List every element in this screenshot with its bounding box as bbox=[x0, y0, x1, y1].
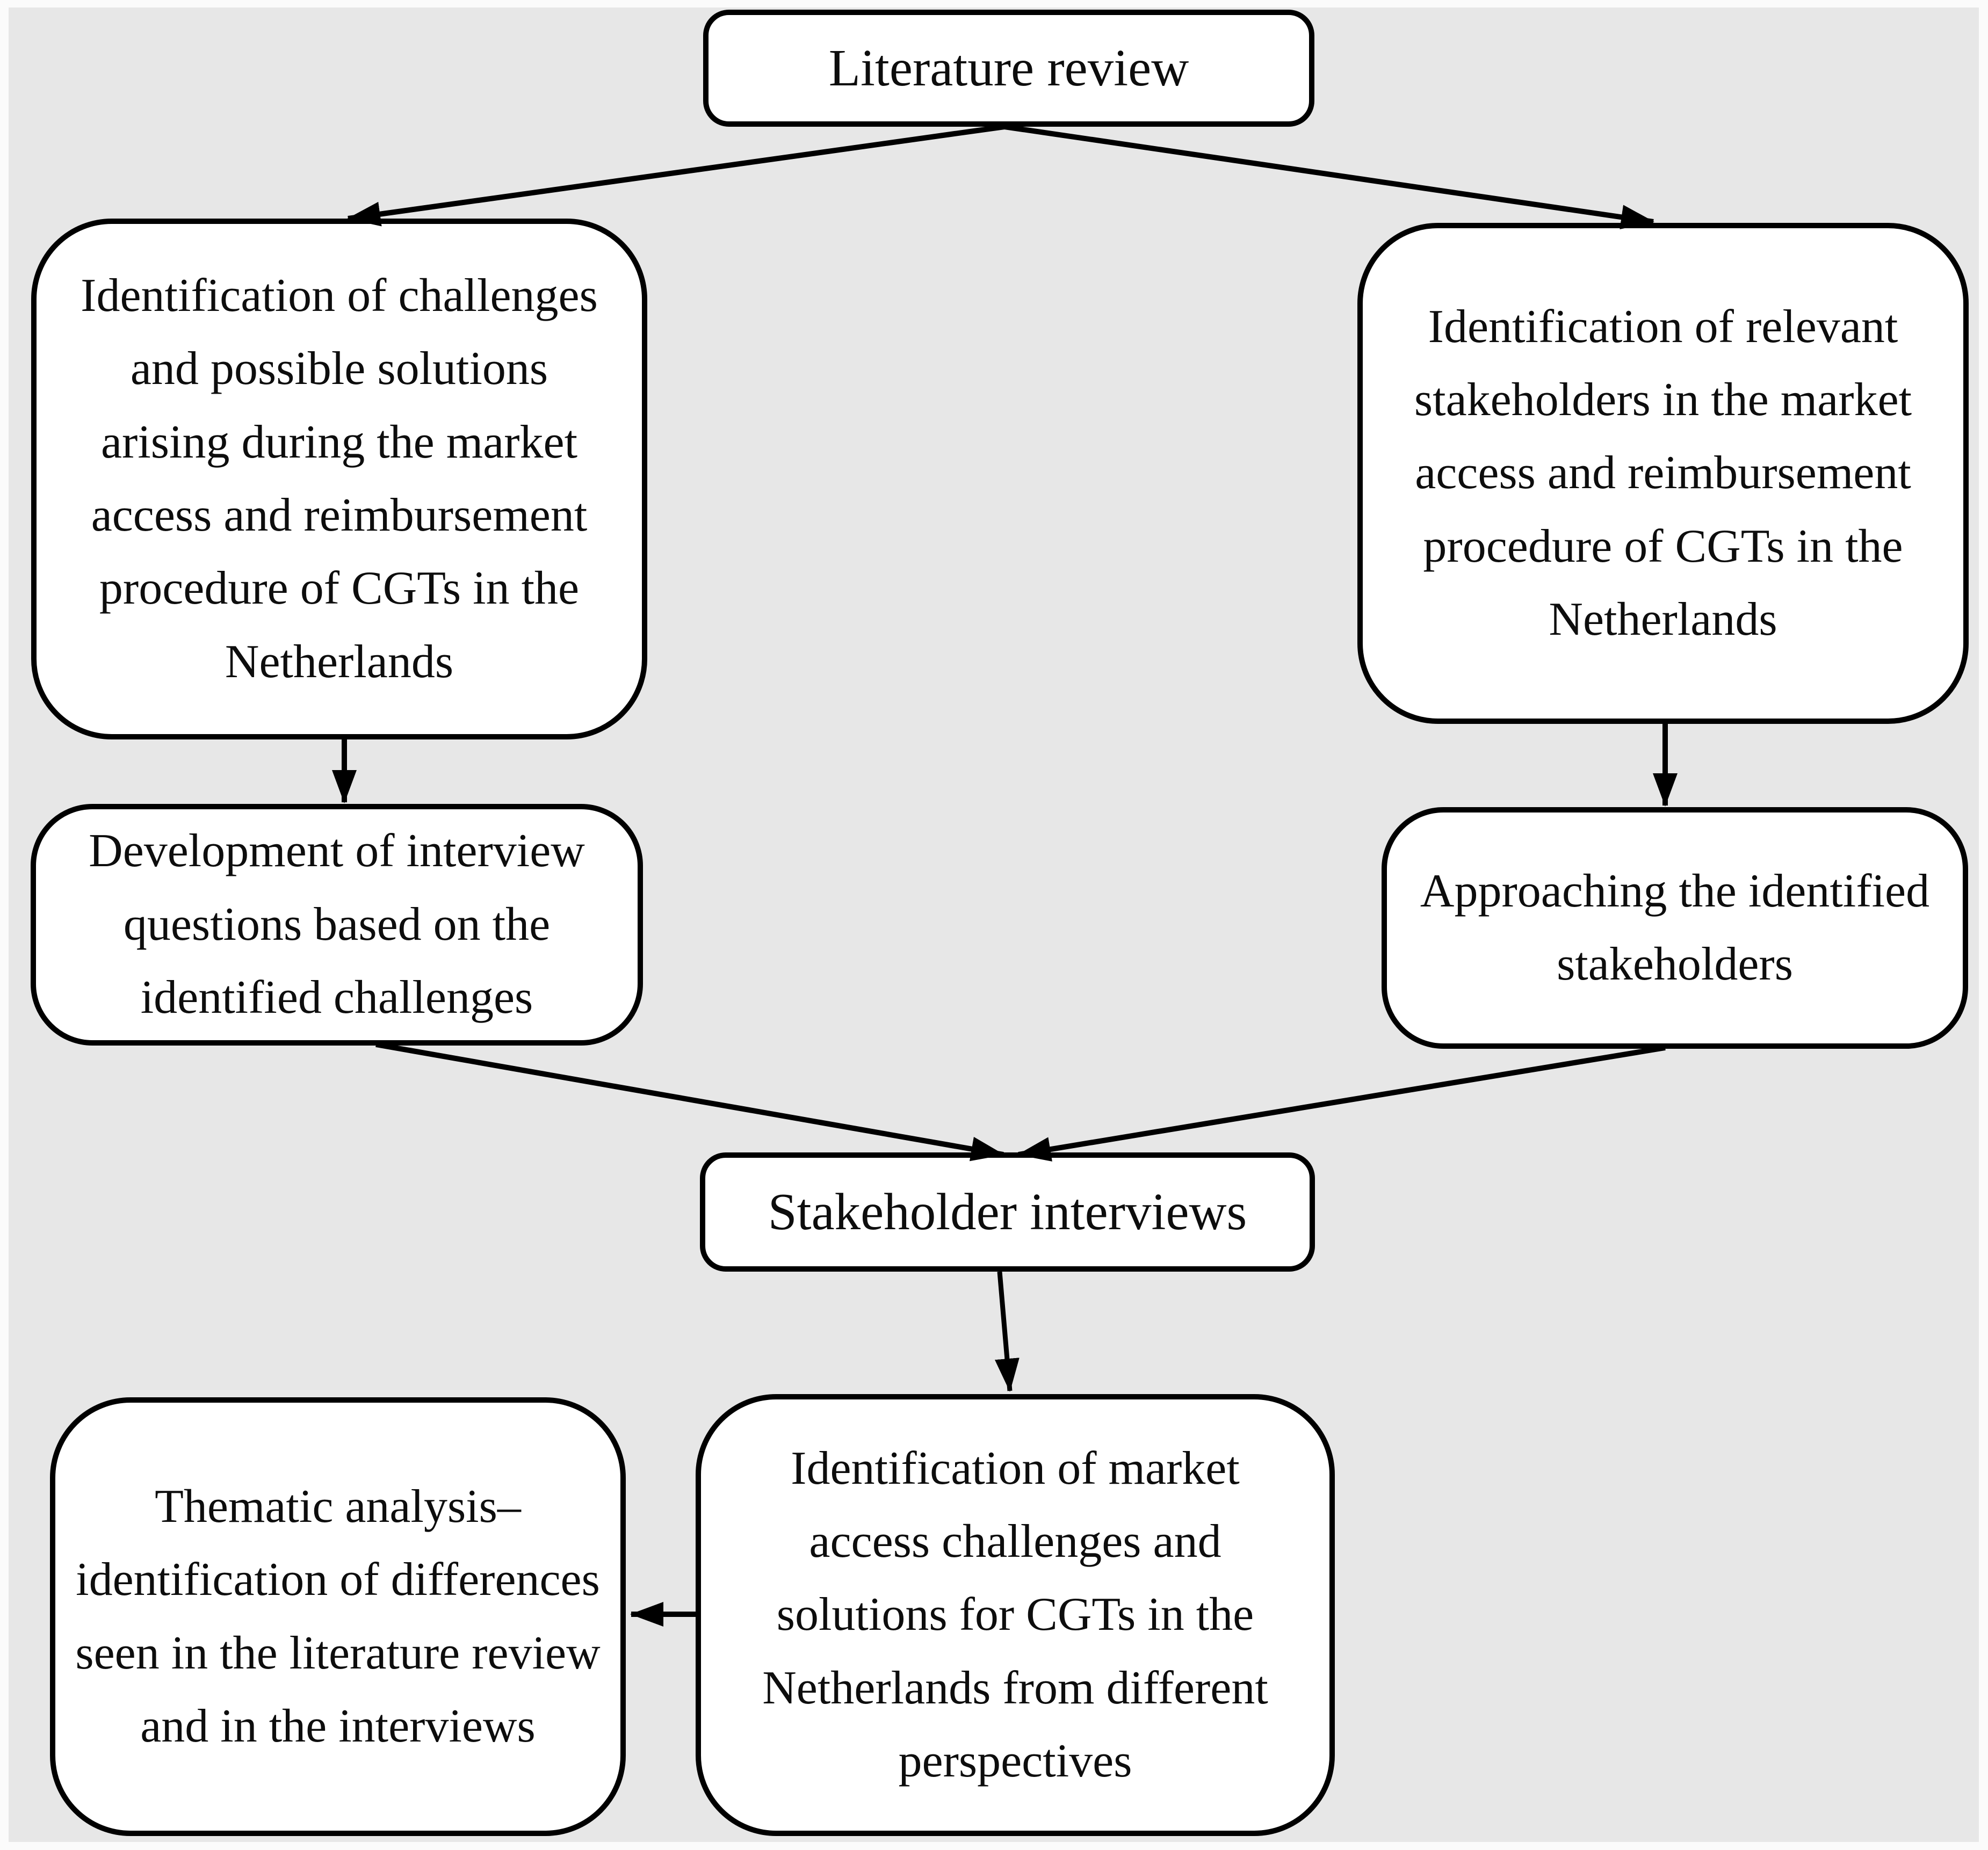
node-stakeholder-interviews-label: Stakeholder interviews bbox=[768, 1182, 1247, 1240]
node-interview-questions-label: Development of interview questions based… bbox=[89, 825, 585, 1024]
node-stakeholder-interviews: Stakeholder interviews bbox=[700, 1152, 1315, 1272]
node-interview-questions: Development of interview questions based… bbox=[31, 804, 643, 1046]
node-literature-review-label: Literature review bbox=[828, 39, 1189, 97]
node-relevant-stakeholders-label: Identification of relevant stakeholders … bbox=[1414, 300, 1912, 646]
node-approach-stakeholders: Approaching the identified stakeholders bbox=[1382, 807, 1968, 1049]
node-market-access-findings: Identification of market access challeng… bbox=[696, 1394, 1335, 1836]
node-challenges-solutions-label: Identification of challenges and possibl… bbox=[81, 269, 598, 688]
node-market-access-findings-label: Identification of market access challeng… bbox=[762, 1442, 1268, 1788]
node-thematic-analysis: Thematic analysis– identification of dif… bbox=[50, 1397, 626, 1836]
node-thematic-analysis-label: Thematic analysis– identification of dif… bbox=[75, 1480, 601, 1752]
node-challenges-solutions: Identification of challenges and possibl… bbox=[31, 219, 647, 739]
node-approach-stakeholders-label: Approaching the identified stakeholders bbox=[1420, 865, 1930, 990]
node-literature-review: Literature review bbox=[703, 10, 1314, 127]
node-relevant-stakeholders: Identification of relevant stakeholders … bbox=[1357, 223, 1969, 724]
